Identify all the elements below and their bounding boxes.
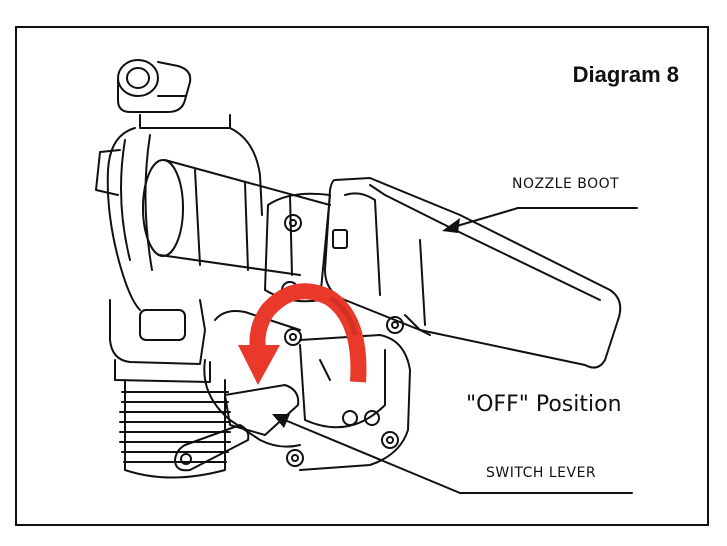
nozzle-boot-pointer	[449, 207, 638, 229]
diagram-title: Diagram 8	[572, 62, 679, 87]
switch-lever-shape	[174, 384, 300, 472]
pump-housing	[95, 127, 263, 383]
pump-barrel	[142, 159, 331, 276]
off-position-label: "OFF" Position	[466, 392, 622, 417]
switch-lever-label: SWITCH LEVER	[486, 465, 597, 481]
nozzle-boot-arrowhead	[442, 218, 460, 233]
rotation-arrow	[238, 283, 367, 385]
switch-lever-arrowhead	[272, 414, 290, 428]
elbow-fitting	[117, 59, 231, 129]
diagram-frame	[15, 26, 709, 526]
threaded-base	[119, 379, 231, 479]
nozzle-boot-label: NOZZLE BOOT	[512, 176, 620, 192]
switch-mechanism	[203, 310, 411, 471]
nozzle-boot-shape	[324, 177, 622, 369]
switch-lever-pointer	[279, 417, 633, 494]
flange-plate	[264, 192, 404, 467]
